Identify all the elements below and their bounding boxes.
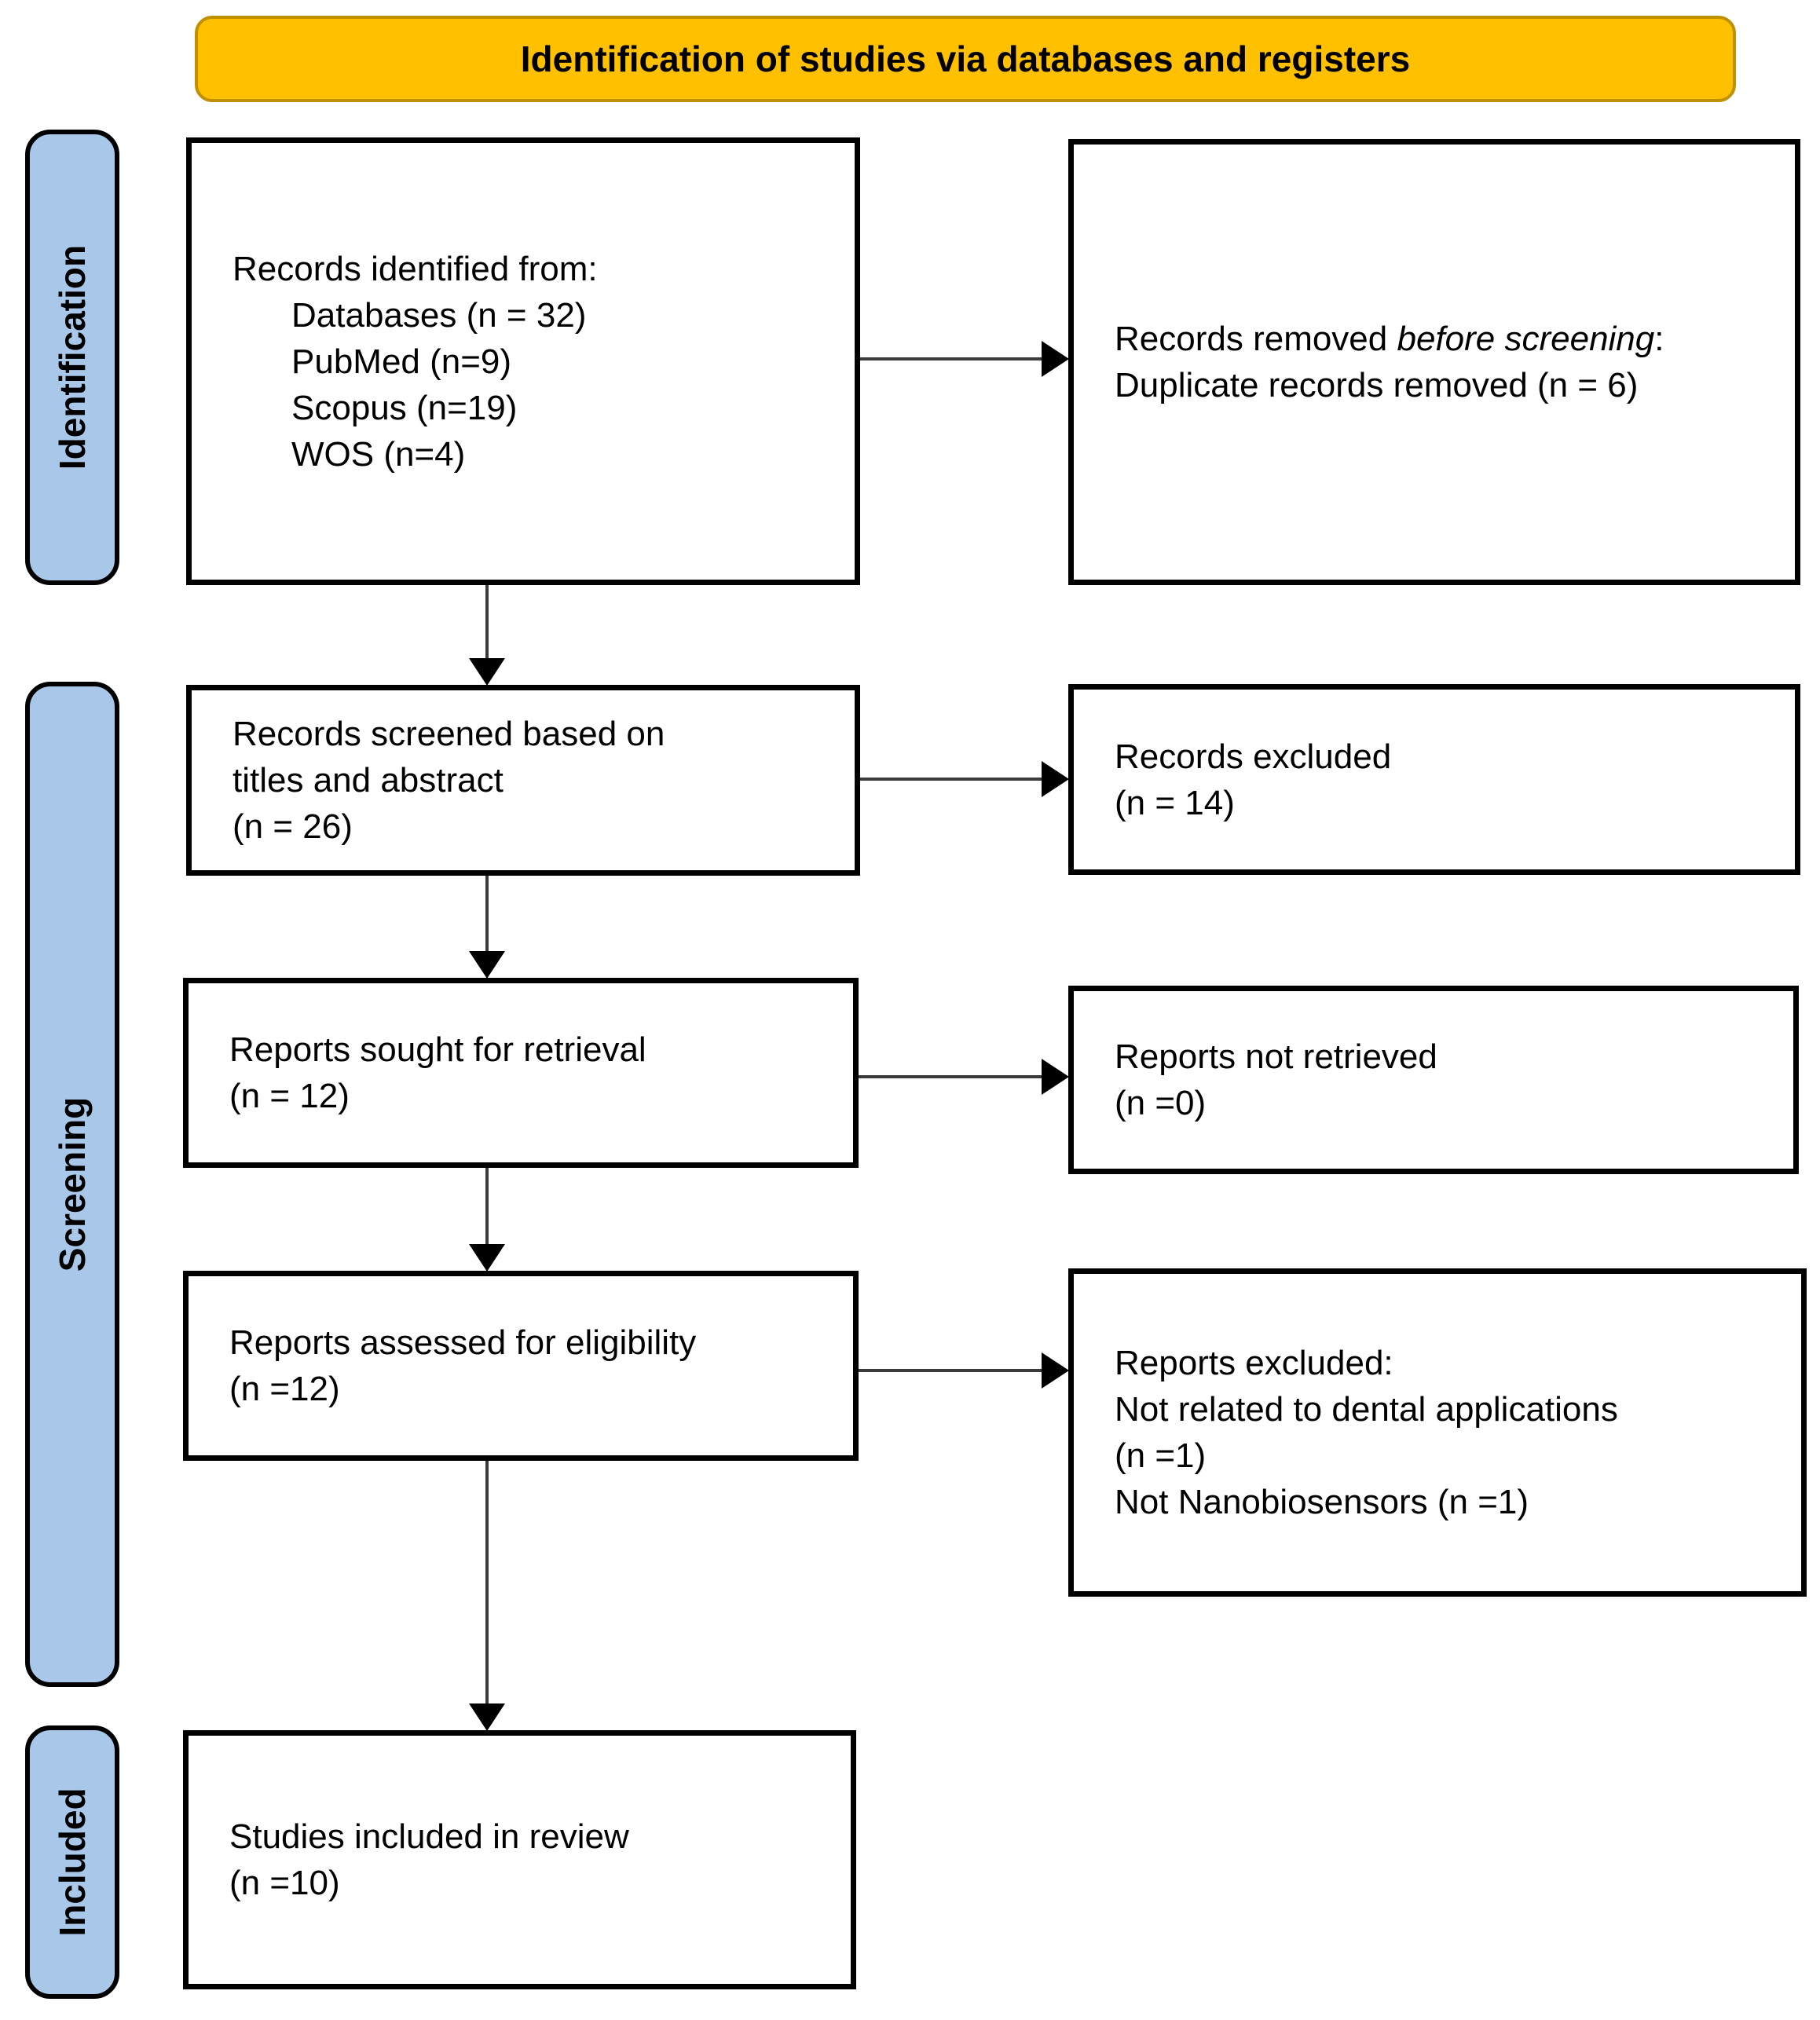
reports-not-retrieved-count: (n =0) [1115, 1084, 1207, 1122]
arrow-right-icon [1042, 1352, 1069, 1389]
reports-excluded-reason1-count: (n =1) [1115, 1436, 1207, 1475]
arrow-right-icon [1042, 761, 1069, 797]
records-identified-item-scopus: Scopus (n=19) [291, 388, 518, 427]
connector-screened-to-sought-line [485, 876, 489, 953]
box-reports-not-retrieved: Reports not retrieved (n =0) [1068, 986, 1799, 1174]
studies-included-count: (n =10) [229, 1864, 340, 1902]
box-studies-included: Studies included in review (n =10) [183, 1730, 856, 1989]
arrow-down-icon [469, 1244, 505, 1272]
records-identified-item-wos: WOS (n=4) [291, 434, 466, 474]
stage-label-included-text: Included [52, 1788, 93, 1937]
records-identified-heading: Records identified from: [233, 249, 598, 288]
records-excluded-line1: Records excluded [1115, 737, 1392, 776]
arrow-down-icon [469, 1703, 505, 1731]
records-removed-line1: Records removed before screening: [1115, 316, 1664, 362]
reports-excluded-reason2: Not Nanobiosensors (n =1) [1115, 1483, 1529, 1521]
arrow-right-icon [1042, 1059, 1069, 1095]
stage-label-identification-text: Identification [52, 244, 93, 470]
records-removed-line2: Duplicate records removed (n = 6) [1115, 366, 1639, 404]
records-removed-suffix: : [1654, 320, 1664, 358]
box-records-identified: Records identified from: Databases (n = … [186, 137, 860, 585]
box-records-screened: Records screened based on titles and abs… [186, 685, 860, 876]
box-reports-assessed: Reports assessed for eligibility (n =12) [183, 1271, 859, 1461]
records-screened-line1: Records screened based on [233, 715, 665, 753]
connector-identified-to-removed-line [860, 357, 1043, 360]
reports-excluded-reason1: Not related to dental applications [1115, 1390, 1618, 1429]
records-excluded-count: (n = 14) [1115, 783, 1235, 822]
connector-assessed-to-reportsexcluded-line [859, 1369, 1043, 1372]
records-screened-count: (n = 26) [233, 807, 353, 846]
arrow-down-icon [469, 951, 505, 979]
stage-label-identification: Identification [25, 130, 119, 585]
reports-assessed-line1: Reports assessed for eligibility [229, 1323, 697, 1362]
records-screened-line2: titles and abstract [233, 761, 504, 800]
reports-sought-line1: Reports sought for retrieval [229, 1030, 646, 1069]
reports-excluded-heading: Reports excluded: [1115, 1344, 1393, 1382]
studies-included-line1: Studies included in review [229, 1817, 629, 1856]
box-reports-excluded: Reports excluded: Not related to dental … [1068, 1268, 1807, 1597]
box-records-excluded: Records excluded (n = 14) [1068, 684, 1800, 875]
records-identified-item-databases: Databases (n = 32) [291, 295, 587, 335]
stage-label-included: Included [25, 1725, 119, 1999]
records-identified-item-pubmed: PubMed (n=9) [291, 342, 512, 381]
connector-screened-to-excluded-line [860, 778, 1043, 781]
connector-sought-to-notretrieved-line [859, 1075, 1043, 1078]
reports-not-retrieved-line1: Reports not retrieved [1115, 1037, 1437, 1076]
stage-label-screening: Screening [25, 682, 119, 1687]
arrow-down-icon [469, 658, 505, 686]
connector-identified-to-screened-line [485, 585, 489, 660]
records-removed-italic: before screening [1397, 320, 1655, 358]
box-records-removed: Records removed before screening: Duplic… [1068, 139, 1800, 585]
arrow-right-icon [1042, 341, 1069, 377]
connector-sought-to-assessed-line [485, 1168, 489, 1246]
diagram-title: Identification of studies via databases … [520, 38, 1411, 79]
records-removed-prefix: Records removed [1115, 320, 1397, 358]
title-banner: Identification of studies via databases … [195, 16, 1736, 102]
reports-sought-count: (n = 12) [229, 1077, 350, 1115]
stage-label-screening-text: Screening [52, 1096, 93, 1272]
reports-assessed-count: (n =12) [229, 1370, 340, 1408]
box-reports-sought: Reports sought for retrieval (n = 12) [183, 978, 859, 1168]
connector-assessed-to-included-line [485, 1461, 489, 1705]
